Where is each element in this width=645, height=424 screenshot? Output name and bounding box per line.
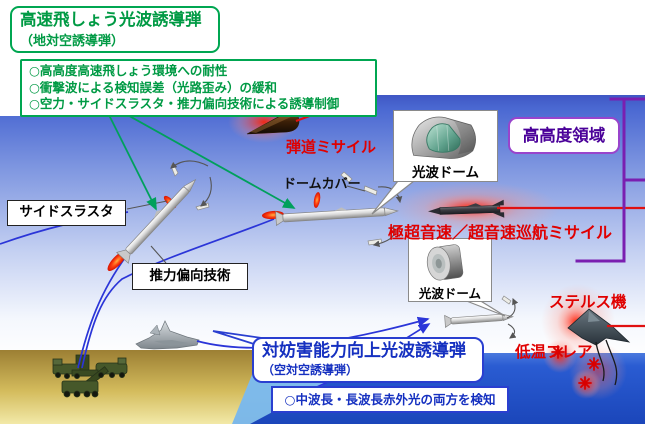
high-altitude-bracket — [575, 97, 645, 263]
ground — [0, 350, 262, 424]
optical-dome-side-callout: 光波ドーム — [408, 238, 492, 302]
optical-dome-side-photo — [426, 244, 464, 281]
flare-trail — [605, 339, 618, 386]
aam-title: 対妨害能力向上光波誘導弾 — [262, 341, 466, 361]
sam-features-box: ○高高度高速飛しょう環境への耐性 ○衝撃波による検知誤差（光路歪み）の緩和 ○空… — [20, 59, 377, 117]
sam-feature-2: ○衝撃波による検知誤差（光路歪み）の緩和 — [29, 79, 278, 95]
side-thruster-leader-line — [126, 200, 168, 210]
optical-dome-side-label: 光波ドーム — [418, 286, 482, 301]
hypersonic-cruise-missile-label: 極超音速／超音速巡航ミサイル — [388, 223, 613, 242]
sam-title-box: 高速飛しょう光波誘導弾 （地対空誘導弾） — [10, 6, 220, 53]
sam-subtitle: （地対空誘導弾） — [20, 33, 125, 49]
trajectory-ground-to-mid-missile — [81, 218, 275, 369]
low-temperature-flare-label: 低温フレア — [515, 343, 593, 361]
aam-subtitle: （空対空誘導弾） — [262, 363, 359, 378]
side-thruster-label: サイドスラスタ — [7, 200, 126, 226]
cruise-missile-icon — [428, 199, 505, 218]
dome-cover-leader-line — [346, 185, 366, 192]
stealth-aircraft-label: ステルス機 — [549, 293, 627, 311]
aam-feature-box: ○中波長・長波長赤外光の両方を検知 — [271, 386, 509, 413]
optical-dome-front-callout: 光波ドーム — [393, 110, 498, 182]
sky-left-notch — [0, 95, 20, 116]
mid-course-missile-icon — [262, 192, 399, 226]
flare-trail — [595, 341, 605, 382]
fighter-jet-icon — [135, 320, 200, 350]
aam-interceptor-missile-icon — [444, 313, 514, 328]
guidance-arrows — [107, 112, 296, 211]
ballistic-missile-label: 弾道ミサイル — [286, 138, 377, 156]
flare-icon — [551, 345, 601, 390]
sam-feature-1: ○高高度高速飛しょう環境への耐性 — [29, 63, 228, 78]
optical-dome-front-label: 光波ドーム — [411, 165, 480, 181]
thrust-vectoring-leader-line — [150, 245, 167, 264]
sam-interceptor-missile-icon — [107, 178, 197, 271]
sam-title: 高速飛しょう光波誘導弾 — [20, 10, 202, 29]
sam-feature-3: ○空力・サイドスラスタ・推力偏向技術による誘導制御 — [29, 96, 340, 111]
dome-cover-label: ドームカバー — [283, 177, 361, 192]
optical-dome-front-photo — [411, 116, 476, 159]
trajectory-ground-to-sam — [77, 254, 128, 369]
stealth-aircraft-icon — [567, 308, 631, 386]
aam-title-box: 対妨害能力向上光波誘導弾 （空対空誘導弾） — [252, 337, 484, 384]
thrust-vectoring-label: 推力偏向技術 — [132, 263, 248, 290]
high-altitude-region-label: 高高度領域 — [508, 117, 620, 154]
side-thruster-flame-icon — [313, 192, 321, 208]
